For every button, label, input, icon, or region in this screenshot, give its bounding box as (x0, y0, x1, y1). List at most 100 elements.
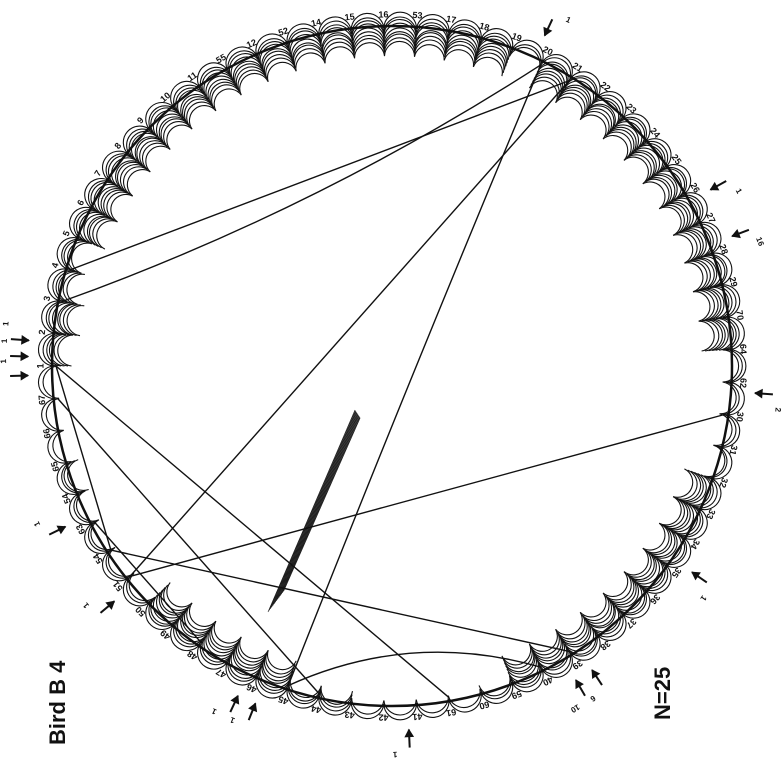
hop-arc (167, 583, 192, 607)
hop-arc (268, 62, 297, 81)
arrow-head-icon (544, 28, 551, 36)
perch-label: 2 (37, 329, 47, 335)
arrow-count: 10 (569, 702, 582, 715)
arrows-group: 11162110111111116 (0, 15, 782, 759)
perch-label: 25 (670, 152, 684, 166)
hop-arc (680, 195, 703, 225)
hop-arc (355, 43, 385, 59)
hop-arc (296, 53, 325, 71)
perch-label: 37 (624, 616, 638, 630)
hop-arc (668, 501, 690, 530)
perch-label: 51 (111, 579, 125, 593)
flight-path (279, 415, 359, 597)
hop-arc (127, 170, 150, 196)
hop-arc (693, 292, 710, 322)
arrow-count: 1 (392, 750, 397, 759)
hop-arc (720, 382, 737, 414)
perch-label: 30 (734, 411, 745, 422)
hop-arc (67, 306, 84, 336)
hop-arc (74, 492, 96, 522)
hop-arc (415, 45, 445, 61)
flight-path (284, 418, 361, 591)
perch-label: 70 (734, 310, 745, 321)
hop-arc (240, 637, 268, 659)
hop-arc (189, 106, 215, 129)
arrow-count: 16 (754, 236, 766, 248)
hop-arc (673, 235, 693, 263)
arrow-head-icon (231, 696, 238, 704)
perch-label: 7 (92, 168, 103, 178)
hop-arc (473, 57, 502, 76)
hop-arc (684, 263, 703, 292)
flight-path (62, 65, 541, 302)
hop-arc (111, 194, 133, 221)
perch-label: 66 (41, 428, 53, 440)
arrow-count: 1 (32, 519, 42, 527)
flight-path (282, 417, 359, 593)
arrow-count: 1 (734, 187, 744, 196)
hop-arc (385, 41, 415, 56)
perch-label: 15 (344, 11, 355, 22)
hop-arc (603, 135, 628, 160)
arrow-count: 1 (228, 715, 236, 725)
hop-arc (580, 115, 606, 139)
perch-label: 53 (412, 10, 423, 21)
flight-path (280, 416, 359, 596)
hop-arc (580, 593, 606, 617)
flight-path (278, 415, 359, 599)
perch-label: 14 (310, 17, 322, 29)
hop-arc (58, 335, 73, 366)
hop-arc (643, 182, 665, 209)
arrow-head-icon (22, 336, 29, 344)
flight-path (130, 415, 725, 577)
hop-arc (444, 50, 473, 67)
perch-label: 44 (310, 703, 322, 715)
hop-arc (189, 603, 215, 626)
count-label: N=25 (650, 667, 676, 720)
perch-label: 41 (412, 711, 423, 722)
hop-arc (591, 606, 619, 632)
arrow-count: 1 (1, 321, 10, 327)
flight-path (276, 414, 357, 601)
hop-arc (673, 469, 693, 497)
hop-arc (659, 497, 681, 525)
hop-arc (624, 157, 648, 184)
hop-arc (659, 207, 681, 235)
hop-arc (146, 146, 170, 172)
arrow-count: 1 (564, 15, 572, 25)
perch-label: 9 (135, 115, 146, 126)
flight-path (272, 412, 357, 607)
flight-path (273, 412, 357, 605)
arrow-count: 1 (0, 358, 8, 363)
perch-label: 42 (378, 712, 388, 722)
hop-arc (167, 125, 192, 149)
arrow-count: 1 (698, 594, 708, 603)
figure-title: Bird B 4 (45, 661, 71, 745)
hop-arc (502, 644, 531, 665)
perch-label: 16 (378, 9, 388, 19)
hop-arc (608, 576, 634, 602)
perch-label: 8 (112, 141, 123, 151)
perch-label: 61 (445, 707, 457, 719)
hop-arc (214, 621, 241, 643)
arrow-count: 1 (81, 600, 91, 610)
perch-label: 6 (75, 198, 86, 207)
perch-label: 1 (35, 363, 45, 368)
perch-label: 50 (133, 605, 147, 619)
hop-arc (608, 130, 634, 156)
arrow-count: 1 (210, 706, 218, 716)
hop-arc (214, 89, 241, 111)
perch-label: 35 (670, 566, 684, 580)
flight-path (269, 411, 355, 611)
hop-arc (556, 612, 583, 635)
hop-arc (624, 548, 648, 575)
flight-path (270, 411, 355, 609)
perch-label: 23 (624, 101, 638, 115)
arrow-head-icon (405, 730, 413, 737)
perch-label: 4 (50, 262, 61, 270)
flight-path (95, 522, 202, 642)
hop-arc (97, 221, 118, 249)
flight-path (111, 550, 569, 651)
hop-arc (325, 47, 355, 63)
